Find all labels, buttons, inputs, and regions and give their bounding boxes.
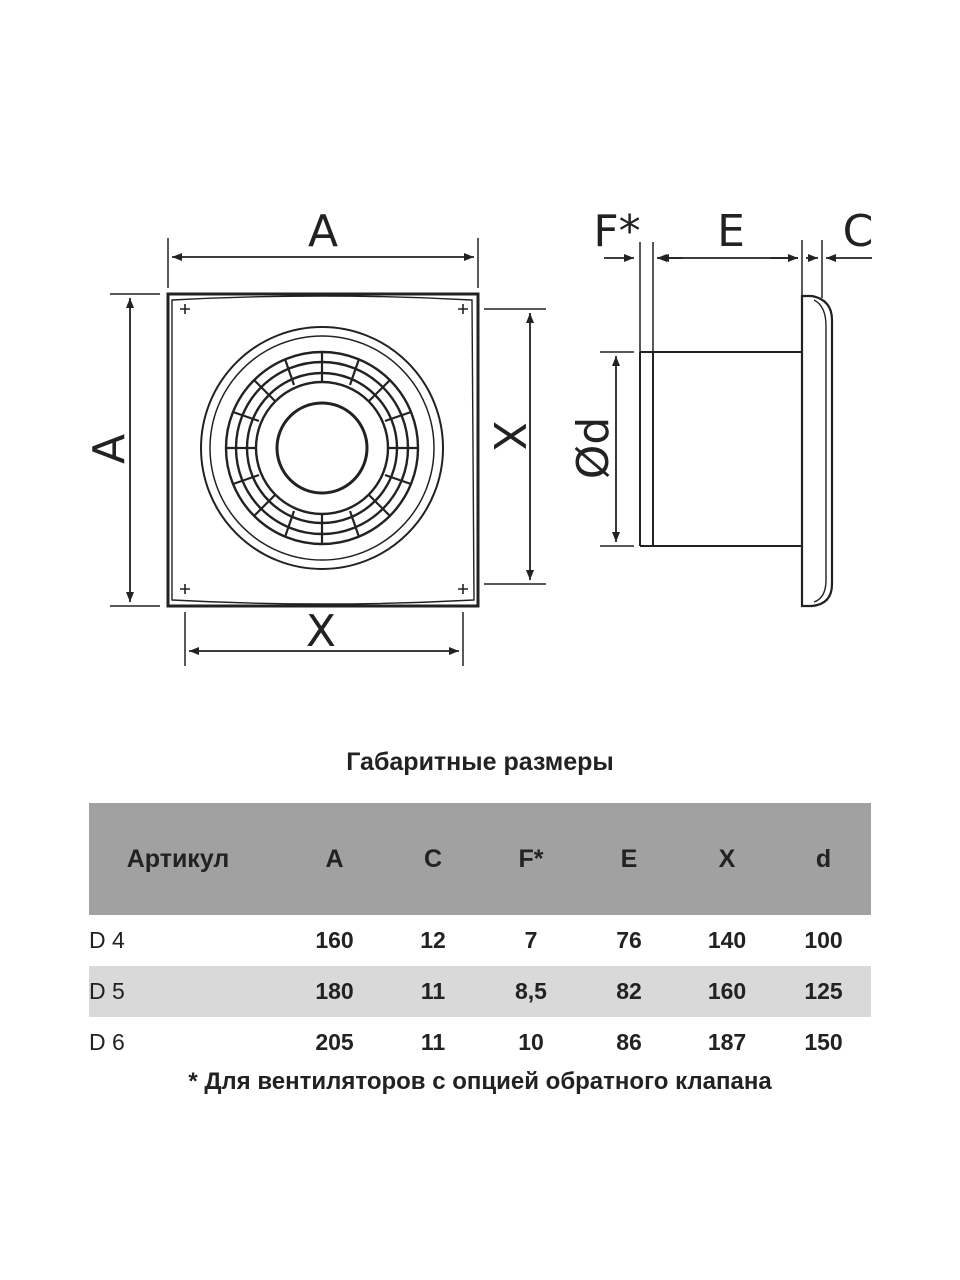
label-x-right: X: [483, 421, 534, 451]
duct-body: [640, 351, 802, 547]
front-view: [110, 238, 546, 666]
cell-c: 11: [420, 1029, 446, 1055]
cell-x: 160: [707, 978, 747, 1004]
cell-a: 160: [315, 927, 354, 953]
cell-article: D 6: [89, 1029, 125, 1055]
cell-f: 8,5: [515, 978, 547, 1004]
cell-d: 150: [804, 1029, 843, 1055]
header-f: F*: [518, 844, 544, 873]
cell-f: 10: [518, 1029, 544, 1055]
label-c: C: [843, 206, 874, 257]
cell-f: 7: [524, 927, 538, 953]
front-panel-outline: [166, 292, 480, 608]
cell-x: 187: [707, 1029, 747, 1055]
cell-d: 100: [804, 927, 843, 953]
cell-d: 125: [804, 978, 843, 1004]
label-a-left: A: [84, 434, 135, 464]
panel-profile: [800, 294, 834, 608]
table-row: D 6 205 11 10 86 187 150: [89, 1017, 871, 1068]
cell-article: D 4: [89, 927, 125, 953]
grille-spokes: [226, 352, 418, 544]
screw-icon: [180, 304, 468, 594]
table-row: D 4 160 12 7 76 140 100: [89, 915, 871, 966]
label-f: F*: [593, 206, 640, 257]
cell-article: D 5: [89, 978, 125, 1004]
outer-ring: [200, 326, 444, 570]
label-e: E: [717, 206, 745, 257]
header-d: d: [815, 844, 832, 873]
cell-c: 11: [420, 978, 446, 1004]
label-d: Ød: [568, 417, 619, 480]
cell-e: 86: [616, 1029, 642, 1055]
cell-a: 180: [315, 978, 354, 1004]
header-a: A: [325, 844, 344, 873]
front-panel-inner-edge: [171, 295, 475, 605]
center-disc: [275, 401, 369, 495]
dimensions-table: Артикул A C F* E X d D 4 160 12 7 76 140…: [89, 803, 871, 1068]
table-header-row: Артикул A C F* E X d: [89, 803, 871, 915]
cell-x: 140: [707, 927, 747, 953]
side-view: [600, 240, 872, 608]
label-a-top: A: [308, 206, 338, 257]
header-c: C: [423, 844, 443, 873]
header-article: Артикул: [126, 844, 230, 873]
table-row: D 5 180 11 8,5 82 160 125: [89, 966, 871, 1017]
cell-e: 82: [616, 978, 642, 1004]
footnote: * Для вентиляторов с опцией обратного кл…: [188, 1068, 772, 1095]
cell-e: 76: [616, 927, 642, 953]
page-title: Габаритные размеры: [346, 748, 614, 776]
technical-drawing: A A X X F* E C Ød: [84, 206, 874, 666]
cell-a: 205: [315, 1029, 354, 1055]
header-e: E: [620, 844, 638, 873]
header-x: X: [718, 844, 736, 873]
cell-c: 12: [420, 927, 446, 953]
outer-ring-inner: [209, 335, 435, 561]
label-x-bottom: X: [306, 606, 336, 657]
